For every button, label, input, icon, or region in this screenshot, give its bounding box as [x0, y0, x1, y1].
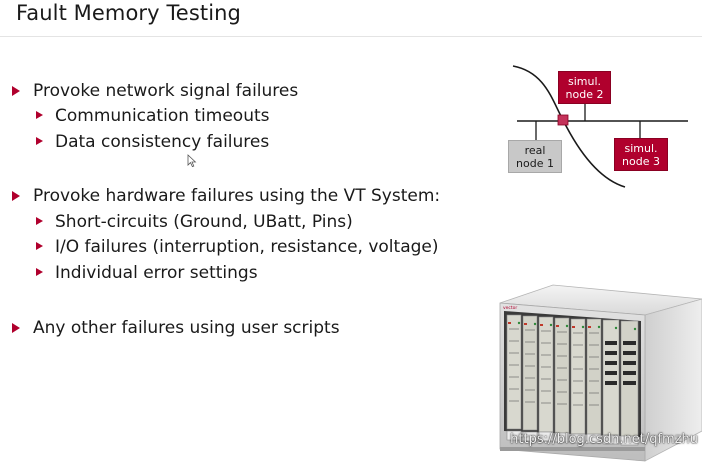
node-label: node 2 — [565, 87, 604, 101]
sub-bullet-item: Short-circuits (Ground, UBatt, Pins) — [36, 212, 353, 232]
vt-system-device-image: vector — [499, 284, 702, 462]
node-label: simul. — [624, 141, 658, 155]
bullet-text: Provoke network signal failures — [33, 81, 299, 101]
bullet-triangle-icon — [36, 137, 43, 145]
bullet-text: Data consistency failures — [55, 132, 270, 152]
bullet-triangle-icon — [12, 191, 20, 201]
slide-title: Fault Memory Testing — [16, 1, 241, 25]
sub-bullet-item: Data consistency failures — [36, 132, 270, 152]
bullet-text: Short-circuits (Ground, UBatt, Pins) — [55, 212, 353, 232]
bullet-triangle-icon — [36, 268, 43, 276]
bullet-triangle-icon — [36, 217, 43, 225]
simulated-node-2: simul. node 2 — [558, 71, 611, 104]
bullet-item: Provoke hardware failures using the VT S… — [12, 186, 441, 206]
node-label: node 1 — [516, 156, 554, 170]
bullet-triangle-icon — [12, 323, 20, 333]
bullet-item: Provoke network signal failures — [12, 81, 299, 101]
bullet-triangle-icon — [36, 242, 43, 250]
real-node-1: real node 1 — [508, 140, 562, 173]
sub-bullet-item: I/O failures (interruption, resistance, … — [36, 237, 439, 257]
diagram-lines — [512, 65, 688, 188]
sub-bullet-item: Communication timeouts — [36, 106, 270, 126]
brand-logo: vector — [503, 305, 517, 311]
fault-marker — [557, 114, 569, 126]
bullet-text: Individual error settings — [55, 263, 258, 283]
bullet-text: Provoke hardware failures using the VT S… — [33, 186, 441, 206]
bullet-text: Communication timeouts — [55, 106, 270, 126]
bullet-text: Any other failures using user scripts — [33, 318, 340, 338]
bullet-triangle-icon — [36, 111, 43, 119]
bullet-text: I/O failures (interruption, resistance, … — [55, 237, 439, 257]
network-diagram: simul. node 2 real node 1 simul. node 3 — [500, 60, 700, 195]
mouse-cursor-icon — [187, 154, 197, 168]
node-label: real — [524, 143, 546, 157]
node-label: node 3 — [622, 154, 660, 168]
simulated-node-3: simul. node 3 — [614, 138, 668, 171]
bullet-triangle-icon — [12, 86, 20, 96]
sub-bullet-item: Individual error settings — [36, 263, 258, 283]
node-label: simul. — [567, 74, 602, 88]
bullet-item: Any other failures using user scripts — [12, 318, 340, 338]
title-divider — [0, 36, 702, 37]
source-watermark: https://blog.csdn.net/qfmzhu — [510, 432, 698, 447]
